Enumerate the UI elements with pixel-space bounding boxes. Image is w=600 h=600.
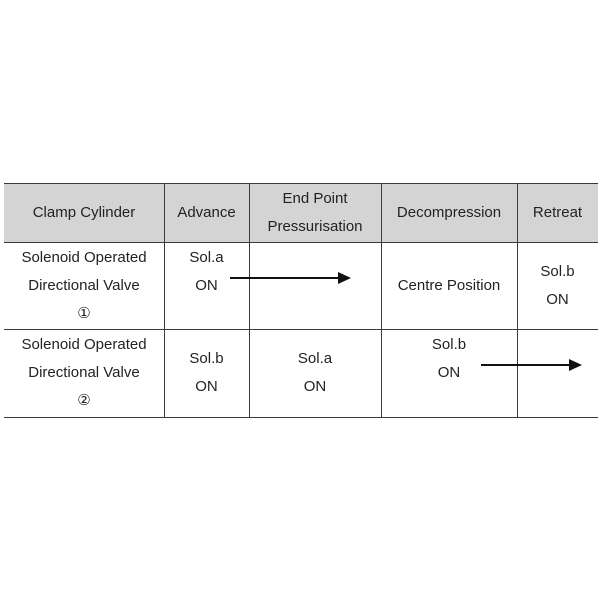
table-bottom-border (4, 417, 598, 418)
column-divider (249, 183, 250, 417)
row1-name-line1: Solenoid Operated (21, 248, 147, 266)
row2-end-point: Sol.a ON (249, 329, 381, 417)
header-end-point-line2: Pressurisation (267, 217, 363, 235)
row2-valve-number: ② (77, 392, 91, 409)
row1-decompression-text: Centre Position (397, 276, 501, 294)
row2-decompression-line2: ON (437, 364, 461, 381)
row2-end-point-line1: Sol.a (297, 350, 333, 367)
column-divider (517, 183, 518, 417)
row2-advance-line1: Sol.b (189, 350, 224, 367)
header-decompression: Decompression (381, 183, 517, 242)
row2-decompression: Sol.b ON (381, 329, 517, 419)
header-clamp-cylinder: Clamp Cylinder (4, 183, 164, 242)
row2-name-line2: Directional Valve (28, 364, 140, 381)
row1-advance-line2: ON (195, 277, 218, 294)
header-retreat-text: Retreat (532, 203, 583, 221)
header-end-point-pressurisation: End Point Pressurisation (249, 183, 381, 242)
header-end-point-line1: End Point (282, 189, 348, 207)
row1-decompression: Centre Position (381, 242, 517, 329)
row1-valve-number: ① (77, 304, 91, 322)
row1-valve-name: Solenoid Operated Directional Valve ① (4, 242, 164, 329)
row2-advance-line2: ON (195, 378, 218, 395)
row1-retreat-line2: ON (546, 290, 569, 308)
header-retreat: Retreat (517, 183, 598, 242)
row1-retreat-line1: Sol.b (540, 262, 575, 280)
row1-name-line2: Directional Valve (28, 276, 140, 294)
row2-name-line1: Solenoid Operated (21, 336, 147, 353)
column-divider (381, 183, 382, 417)
row2-valve-name: Solenoid Operated Directional Valve ② (4, 329, 164, 417)
row2-decompression-line1: Sol.b (431, 336, 467, 353)
header-advance: Advance (164, 183, 249, 242)
header-divider (4, 242, 598, 243)
row-divider (4, 329, 598, 330)
row1-advance-line1: Sol.a (189, 249, 224, 266)
valve-table: Clamp Cylinder Advance End Point Pressur… (4, 183, 598, 419)
header-row-background (4, 183, 598, 242)
row1-continuation-arrow (230, 272, 351, 284)
row2-advance: Sol.b ON (164, 329, 249, 417)
header-clamp-cylinder-text: Clamp Cylinder (32, 203, 136, 221)
header-advance-text: Advance (177, 203, 236, 221)
row1-retreat: Sol.b ON (517, 242, 598, 329)
row1-advance: Sol.a ON (164, 242, 249, 331)
header-decompression-text: Decompression (396, 203, 502, 221)
column-divider (164, 183, 165, 417)
row2-end-point-line2: ON (303, 378, 327, 395)
table-top-border (4, 183, 598, 184)
row2-continuation-arrow (481, 359, 582, 371)
